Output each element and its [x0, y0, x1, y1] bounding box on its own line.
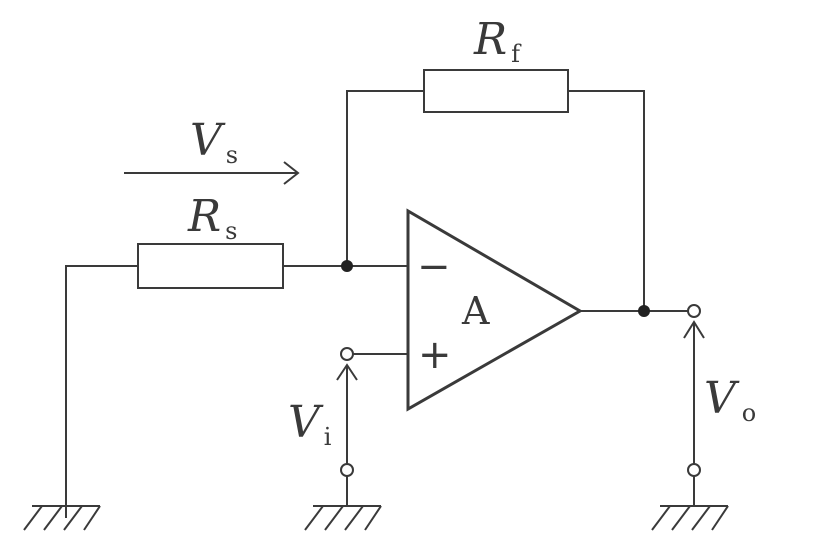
output-junction-node	[638, 305, 650, 317]
inverting-junction-node	[341, 260, 353, 272]
input-path	[65, 243, 410, 518]
vo-top-terminal	[687, 304, 701, 318]
feedback-path	[346, 69, 645, 311]
vo-bottom-terminal	[687, 463, 701, 477]
resistor-rs	[137, 243, 284, 289]
ground-symbol-left	[23, 505, 101, 531]
vs-arrow	[124, 161, 300, 185]
vi-bottom-terminal	[340, 463, 354, 477]
vo-arrow	[683, 320, 705, 464]
ground-symbol-right	[651, 505, 729, 531]
vi-arrow	[336, 363, 358, 464]
op-amp	[406, 208, 584, 412]
ground-symbol-center	[304, 505, 382, 531]
non-inverting-input-sign: +	[418, 332, 452, 378]
resistor-rf	[423, 69, 569, 113]
label-amp: A	[461, 289, 490, 333]
vi-top-terminal	[340, 347, 354, 361]
inverting-input-sign: −	[417, 244, 451, 290]
